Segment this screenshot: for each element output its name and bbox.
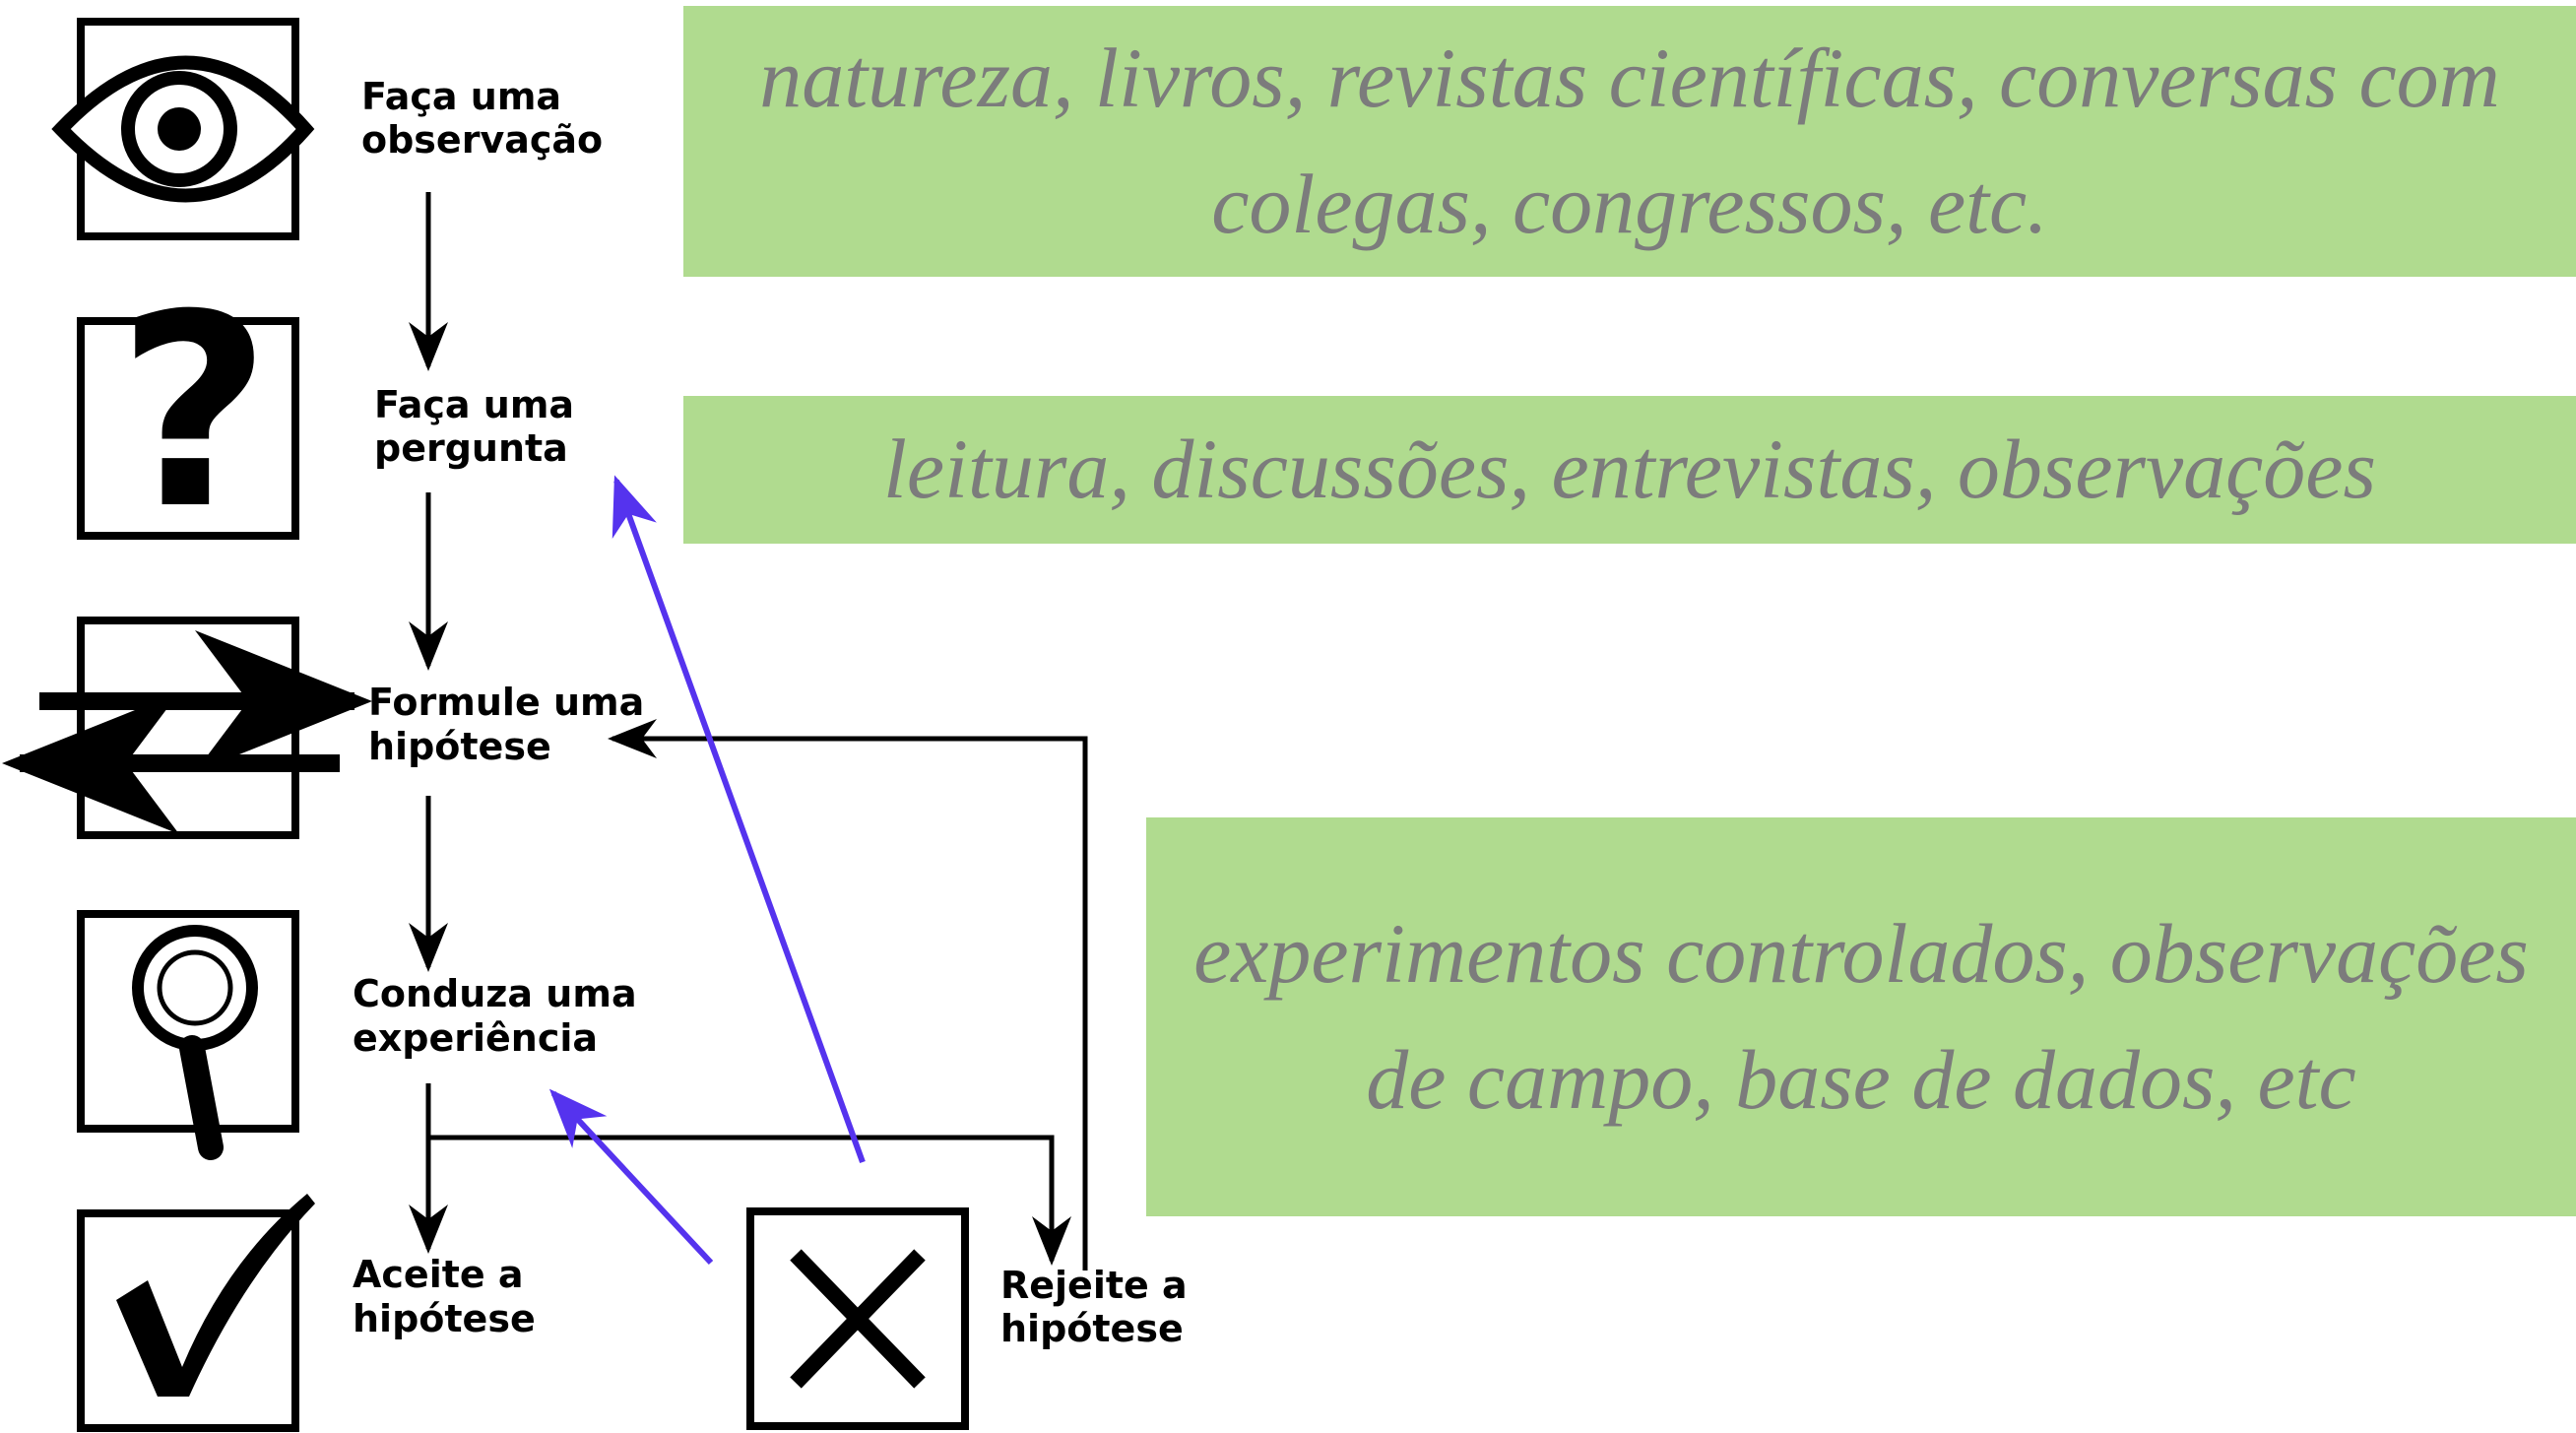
eye-icon bbox=[51, 55, 315, 203]
step-observation-label: Faça uma observação bbox=[361, 75, 603, 162]
callout-question-sources-text: leitura, discussões, entrevistas, observ… bbox=[883, 422, 2376, 517]
step-hypothesis-label: Formule uma hipótese bbox=[368, 681, 657, 768]
step-accept-icon-box bbox=[77, 1194, 315, 1432]
callout-question-sources: leitura, discussões, entrevistas, observ… bbox=[683, 396, 2576, 544]
step-reject-label: Rejeite a hipótese bbox=[1000, 1264, 1200, 1350]
flow-arrow-experiment-to-reject bbox=[428, 1135, 1071, 1266]
step-question-icon-box: ? bbox=[77, 257, 299, 567]
step-experiment-icon-box bbox=[77, 910, 299, 1160]
check-mark-icon bbox=[116, 1194, 315, 1397]
svg-text:?: ? bbox=[117, 257, 272, 567]
magnifying-glass-icon bbox=[132, 925, 258, 1160]
swap-arrows-icon bbox=[2, 630, 372, 834]
step-reject-icon-box bbox=[746, 1207, 969, 1430]
annotation-arrow-reject-to-experiment bbox=[548, 1088, 714, 1266]
annotation-arrow-reject-to-question bbox=[612, 475, 866, 1164]
callout-observation-sources-text: natureza, livros, revistas científicas, … bbox=[759, 31, 2500, 251]
step-experiment-label: Conduza uma experiência bbox=[353, 972, 650, 1060]
callout-experiment-methods-text: experimentos controlados, observações de… bbox=[1193, 906, 2529, 1127]
step-hypothesis-icon-box bbox=[2, 617, 372, 839]
x-mark-icon bbox=[790, 1249, 926, 1389]
annotation-arrows bbox=[548, 475, 866, 1266]
flow-arrows bbox=[409, 192, 1088, 1270]
callout-observation-sources: natureza, livros, revistas científicas, … bbox=[683, 6, 2576, 277]
question-mark-icon: ? bbox=[117, 257, 272, 567]
flow-arrow-reject-to-hypothesis bbox=[608, 719, 1088, 1270]
step-question-label: Faça uma pergunta bbox=[374, 383, 587, 470]
callout-experiment-methods: experimentos controlados, observações de… bbox=[1146, 817, 2576, 1216]
step-accept-label: Aceite a hipótese bbox=[353, 1253, 537, 1340]
step-observation-icon-box bbox=[51, 18, 315, 240]
